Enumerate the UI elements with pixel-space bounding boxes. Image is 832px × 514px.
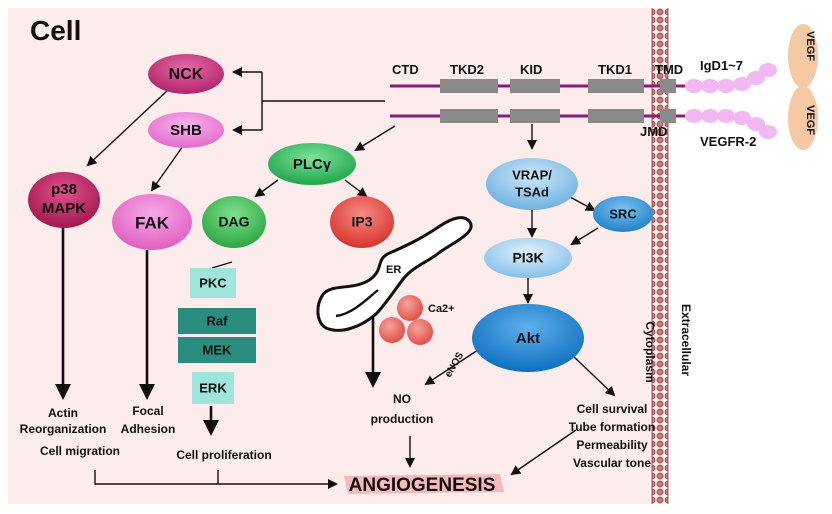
arrow-plcg-dag	[254, 179, 279, 198]
arrow-left-angiogenesis	[94, 470, 338, 489]
raf-label: Raf	[207, 313, 229, 328]
p38-label: p38	[51, 181, 77, 198]
vrap-tsad-node	[486, 158, 578, 210]
ig-label: IgD1~7	[700, 58, 743, 73]
vegf-label-top: VEGF	[804, 31, 816, 61]
vascular-tone-label: Vascular tone	[573, 456, 651, 470]
calcium-circle-2	[379, 317, 405, 343]
calcium-circle-1	[397, 295, 423, 321]
src-node	[593, 196, 653, 232]
fak-node	[112, 194, 192, 250]
plcg-label: PLCγ	[293, 156, 332, 173]
tkd2-label: TKD2	[450, 62, 484, 77]
ip3-node	[330, 196, 394, 248]
cell-survival-label: Cell survival	[577, 402, 648, 416]
vrap-label: VRAP/	[512, 167, 552, 182]
cell-proliferation-label: Cell proliferation	[176, 448, 271, 462]
dag-label: DAG	[218, 214, 249, 230]
p38-mapk-node	[28, 172, 100, 228]
er-label: ER	[386, 264, 401, 276]
mek-box	[178, 337, 256, 363]
arrow-akt-no	[424, 349, 479, 386]
actin-label: Actin	[48, 406, 78, 420]
akt-node	[472, 304, 584, 372]
tsad-label: TSAd	[515, 184, 549, 199]
shb-label: SHB	[170, 122, 202, 139]
arrow-shb-fak	[150, 145, 184, 192]
extracellular-label: Extracellular	[679, 304, 693, 376]
arrow-plcg-ip3	[344, 179, 368, 198]
arrow-vrap-src	[569, 196, 596, 211]
cytoplasm-label: Cytoplasm	[643, 321, 657, 382]
kid-box-upper	[510, 79, 560, 93]
tkd1-box-upper	[588, 79, 644, 93]
arrow-nck-p38	[86, 89, 169, 167]
vegfr2-receptor	[390, 79, 700, 123]
mek-label: MEK	[203, 342, 233, 357]
raf-box	[178, 308, 256, 334]
tkd1-box-lower	[588, 109, 644, 123]
pkc-box	[190, 268, 236, 298]
plcg-node	[268, 143, 356, 185]
cell-membrane	[651, 8, 669, 504]
mapk-label: MAPK	[42, 200, 86, 217]
tkd2-box-lower	[440, 109, 498, 123]
calcium-circle-3	[407, 319, 433, 345]
tube-formation-label: Tube formation	[569, 420, 655, 434]
arrow-to-plcg	[354, 125, 396, 152]
tkd1-label: TKD1	[598, 62, 632, 77]
kid-label: KID	[520, 62, 542, 77]
adhesion-label: Adhesion	[121, 422, 176, 436]
tmd-box-lower	[660, 109, 676, 123]
tmd-box-upper	[660, 79, 676, 93]
pi3k-label: PI3K	[512, 250, 543, 266]
nck-label: NCK	[169, 66, 204, 83]
er-shape	[316, 216, 473, 332]
jmd-label: JMD	[640, 124, 667, 139]
pkc-label: PKC	[199, 275, 227, 290]
vegf-label-bottom: VEGF	[804, 105, 816, 135]
permeability-label: Permeability	[576, 438, 648, 452]
cell-migration-label: Cell migration	[40, 444, 120, 458]
reorganization-label: Reorganization	[20, 422, 107, 436]
akt-label: Akt	[516, 330, 540, 347]
fak-label: FAK	[135, 213, 170, 232]
nck-node	[148, 54, 224, 94]
er-fold	[335, 289, 379, 318]
arrow-survival-angiogenesis	[510, 429, 577, 476]
arrow-src-pi3k	[570, 227, 599, 246]
angiogenesis-highlight	[344, 474, 504, 494]
erk-label: ERK	[199, 380, 227, 395]
shb-node	[148, 112, 224, 148]
ip3-label: IP3	[351, 214, 372, 230]
ig-domains	[685, 63, 777, 139]
tmd-label: TMD	[655, 62, 683, 77]
kid-box-lower	[510, 109, 560, 123]
arrow-akt-survival	[571, 354, 616, 397]
no-label: NO	[393, 392, 411, 406]
tkd2-box-upper	[440, 79, 498, 93]
vegf-ligand	[788, 24, 818, 150]
calcium-label: Ca2+	[428, 303, 455, 315]
no-production-label: production	[371, 412, 434, 426]
focal-label: Focal	[132, 404, 163, 418]
angiogenesis-label: ANGIOGENESIS	[349, 475, 496, 496]
arrow-dag-pkc	[211, 261, 233, 269]
pi3k-node	[484, 238, 572, 278]
cell-title: Cell	[30, 15, 81, 46]
src-label: SRC	[609, 206, 637, 221]
ctd-label: CTD	[392, 62, 419, 77]
dag-node	[202, 196, 266, 248]
erk-box	[192, 372, 234, 404]
receptor-name-label: VEGFR-2	[700, 134, 756, 149]
